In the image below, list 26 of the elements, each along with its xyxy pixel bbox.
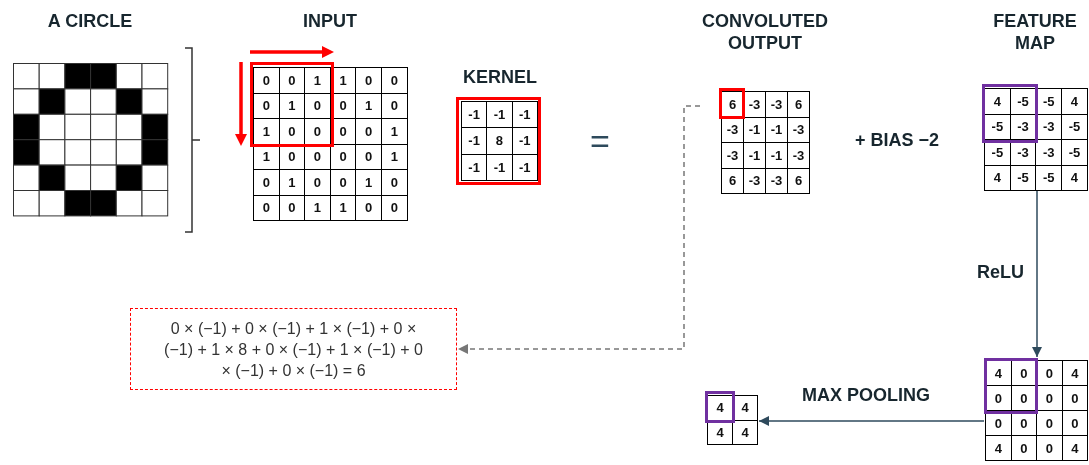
equals-sign: =	[590, 122, 610, 161]
arrow	[457, 105, 701, 354]
matrix-cell: 6	[787, 167, 810, 194]
matrix-cell: -1	[461, 101, 488, 129]
formula-box: 0 × (−1) + 0 × (−1) + 1 × (−1) + 0 × (−1) + 1 × 8 + 0 × (−1) + 1 × (−1) + 0 × (−1) + 0 × (−1) = 6	[130, 308, 457, 390]
matrix-cell: 4	[1061, 164, 1088, 191]
matrix-cell: 4	[985, 435, 1012, 461]
matrix-cell: 0	[381, 194, 408, 221]
matrix-heading: A CIRCLE	[46, 10, 134, 32]
matrix-cell: 0	[381, 67, 408, 94]
matrix-heading: FEATURE MAP	[992, 10, 1078, 54]
matrix-cell: -1	[461, 153, 488, 181]
arrow	[1032, 190, 1042, 358]
matrix-cell: 4	[1061, 360, 1088, 386]
matrix-cell: 4	[1061, 88, 1088, 115]
matrix-cell: 6	[787, 91, 810, 118]
matrix-heading: CONVOLUTED OUTPUT	[701, 10, 829, 54]
bias-label: + BIAS −2	[855, 130, 940, 151]
matrix-heading: INPUT	[302, 10, 358, 32]
matrix-cell: 0	[253, 67, 280, 94]
matrix-heading: KERNEL	[462, 66, 538, 88]
matrix-cell: 0	[253, 194, 280, 221]
arrow	[758, 416, 985, 426]
matrix-cell: 4	[1061, 435, 1088, 461]
matrix-cell: 4	[984, 164, 1011, 191]
matrix-cell: 4	[732, 419, 758, 445]
